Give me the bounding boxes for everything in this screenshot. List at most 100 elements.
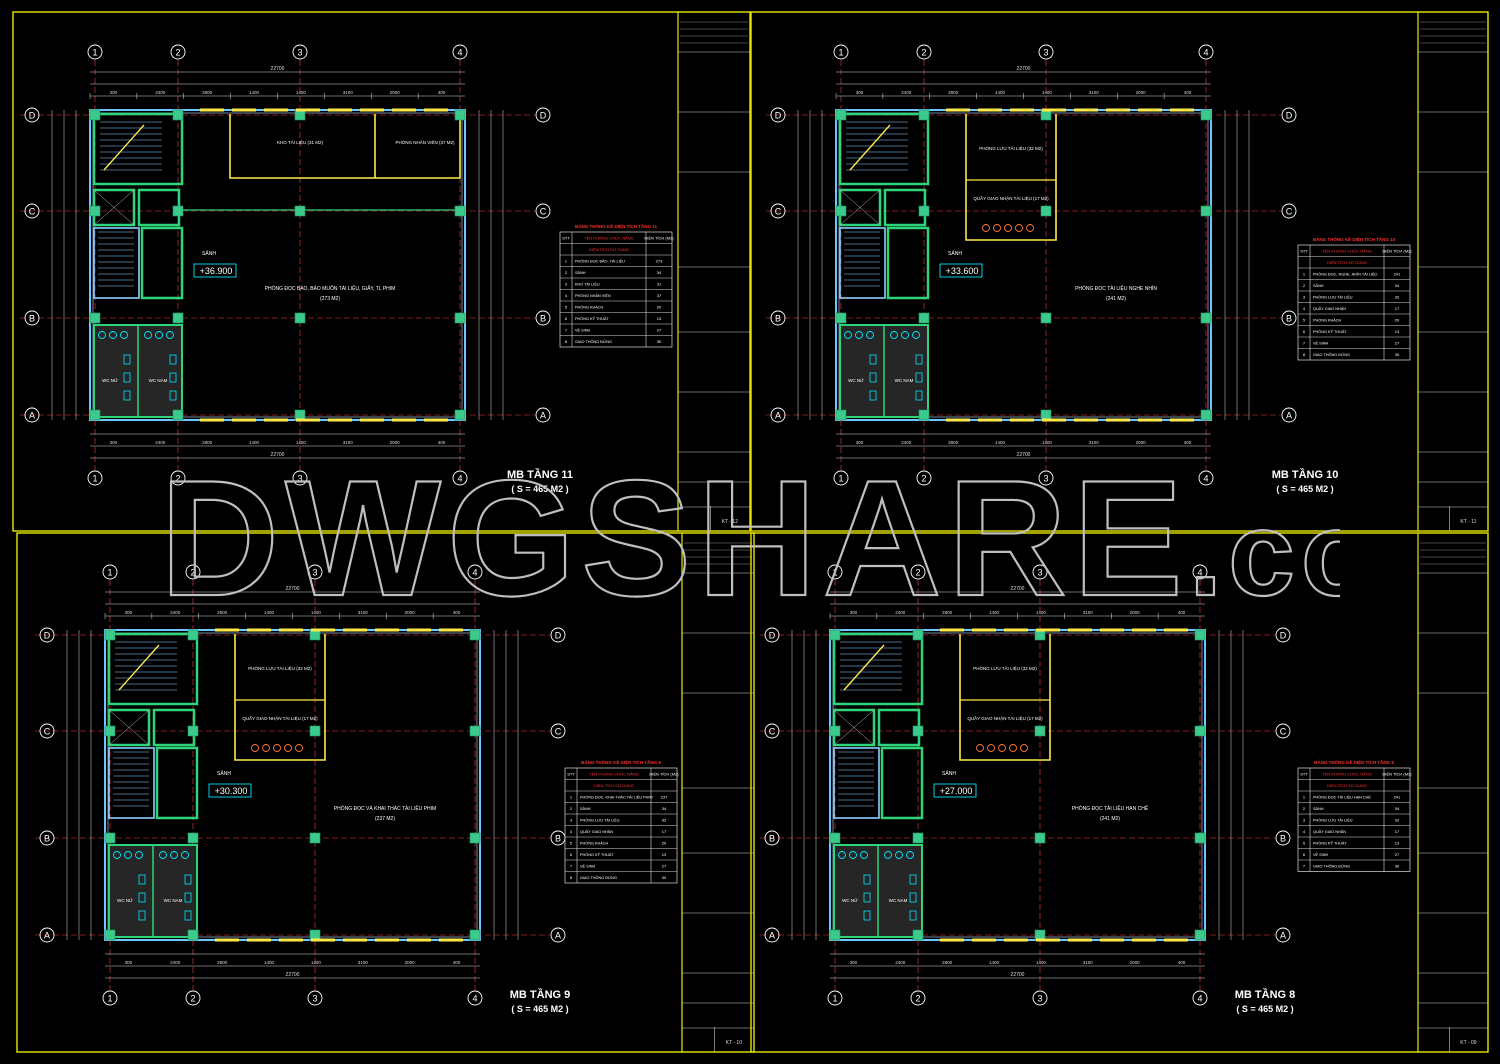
table-subheader: DIỆN TÍCH SỬ DỤNG xyxy=(1327,260,1367,265)
table-cell: 241 xyxy=(1394,795,1401,800)
stair-2 xyxy=(108,747,155,819)
table-cell: PHÒNG NHÂN VIÊN xyxy=(575,293,611,298)
grid-bubble xyxy=(827,564,843,580)
room-label: PHÒNG LƯU TÀI LIỆU (32 M2) xyxy=(248,664,312,671)
table-cell: PHÒNG KỸ THUẬT xyxy=(580,852,614,857)
total-dimension: 22700 xyxy=(1011,586,1025,592)
room-label: PHÒNG NHÂN VIÊN (37 M2) xyxy=(395,138,455,145)
window-bottom xyxy=(375,938,399,942)
wc-fixture xyxy=(869,390,877,401)
counter-seat xyxy=(987,744,995,752)
table-cell: QUẦY GIAO NHẬN xyxy=(1313,829,1346,834)
window-bottom xyxy=(392,418,416,422)
structural-column xyxy=(918,409,930,421)
table-cell: 34 xyxy=(662,806,667,811)
table-cell: 4 xyxy=(1303,829,1306,834)
grid-bubble xyxy=(910,564,926,580)
dimension-value: 2800 xyxy=(217,960,228,965)
structural-column xyxy=(918,312,930,324)
grid-bubble xyxy=(185,564,201,580)
table-cell: 34 xyxy=(1395,283,1400,288)
grid-bubble xyxy=(1275,830,1291,846)
grid-label: 1 xyxy=(832,994,837,1004)
window-top xyxy=(296,108,320,112)
table-cell: QUẦY GIAO NHẬN xyxy=(580,829,613,834)
grid-label: 3 xyxy=(1043,48,1048,58)
washbasin xyxy=(901,331,909,339)
window-top xyxy=(407,628,431,632)
dimension-value: 2000 xyxy=(405,960,416,965)
dimension-value: 1400 xyxy=(1042,440,1053,445)
elevation-box xyxy=(193,263,237,278)
table-cell: PHÒNG KỸ THUẬT xyxy=(575,316,609,321)
table-cell: 37 xyxy=(657,293,662,298)
table-cell: 32 xyxy=(662,818,667,823)
counter-seat xyxy=(982,224,990,232)
total-dimension: 22700 xyxy=(1017,452,1031,458)
washbasin xyxy=(906,851,914,859)
structural-column xyxy=(104,929,116,941)
grid-label: 4 xyxy=(1203,48,1208,58)
wc-fixture xyxy=(138,874,146,885)
window-top xyxy=(946,108,970,112)
window-bottom xyxy=(343,938,367,942)
grid-label: 4 xyxy=(1197,994,1202,1004)
washbasin xyxy=(860,851,868,859)
washbasin xyxy=(884,851,892,859)
grid-bubble xyxy=(467,990,483,1006)
wc-fixture xyxy=(123,390,131,401)
window-top xyxy=(1100,628,1124,632)
wc-fixture xyxy=(909,910,917,921)
structural-column xyxy=(309,725,321,737)
room-label: QUẦY GIAO NHẬN TÀI LIỆU (17 M2) xyxy=(973,194,1049,201)
table-header: TÊN PHÒNG CHỨC NĂNG xyxy=(1322,249,1372,254)
dimension-value: 1400 xyxy=(995,440,1006,445)
structural-column xyxy=(912,725,924,737)
grid-bubble xyxy=(764,830,780,846)
structural-column xyxy=(89,312,101,324)
grid-label: 2 xyxy=(175,48,180,58)
grid-label: 3 xyxy=(297,474,302,484)
window-bottom xyxy=(279,938,303,942)
table-cell: 27 xyxy=(657,328,662,333)
plan-area: ( S = 465 M2 ) xyxy=(511,1004,568,1014)
grid-bubble xyxy=(1275,723,1291,739)
table-cell: 4 xyxy=(1303,306,1306,311)
dimension-value: 400 xyxy=(1184,90,1192,95)
washbasin xyxy=(855,331,863,339)
room-label: QUẦY GIAO NHẬN TÀI LIỆU (17 M2) xyxy=(967,714,1043,721)
sheet-frame xyxy=(12,11,751,532)
structural-column xyxy=(172,205,184,217)
grid-bubble xyxy=(452,470,468,486)
dimension-value: 2400 xyxy=(895,610,906,615)
structural-column xyxy=(829,725,841,737)
total-dimension: 22700 xyxy=(1011,972,1025,978)
grid-bubble xyxy=(535,203,551,219)
structural-column xyxy=(469,929,481,941)
dimension-value: 3100 xyxy=(1089,90,1100,95)
grid-label: A xyxy=(775,411,781,421)
table-cell: 32 xyxy=(1395,818,1400,823)
structural-column xyxy=(829,629,841,641)
dimension-value: 1400 xyxy=(296,90,307,95)
grid-bubble xyxy=(1032,990,1048,1006)
grid-bubble xyxy=(1281,407,1297,423)
grid-label: D xyxy=(555,631,562,641)
elevation-mark: +36.900 xyxy=(200,266,233,276)
structural-column xyxy=(104,725,116,737)
grid-label: 2 xyxy=(915,568,920,578)
dimension-value: 1400 xyxy=(264,610,275,615)
window-bottom xyxy=(1042,418,1066,422)
counter-seat xyxy=(262,744,270,752)
table-cell: 7 xyxy=(570,864,573,869)
dimension-value: 300 xyxy=(110,90,118,95)
table-cell: 20 xyxy=(662,841,667,846)
washbasin xyxy=(181,851,189,859)
grid-bubble xyxy=(307,564,323,580)
structural-column xyxy=(835,409,847,421)
window-top xyxy=(375,628,399,632)
window-top xyxy=(972,628,996,632)
dimension-value: 2400 xyxy=(155,90,166,95)
grid-bubble xyxy=(307,990,323,1006)
